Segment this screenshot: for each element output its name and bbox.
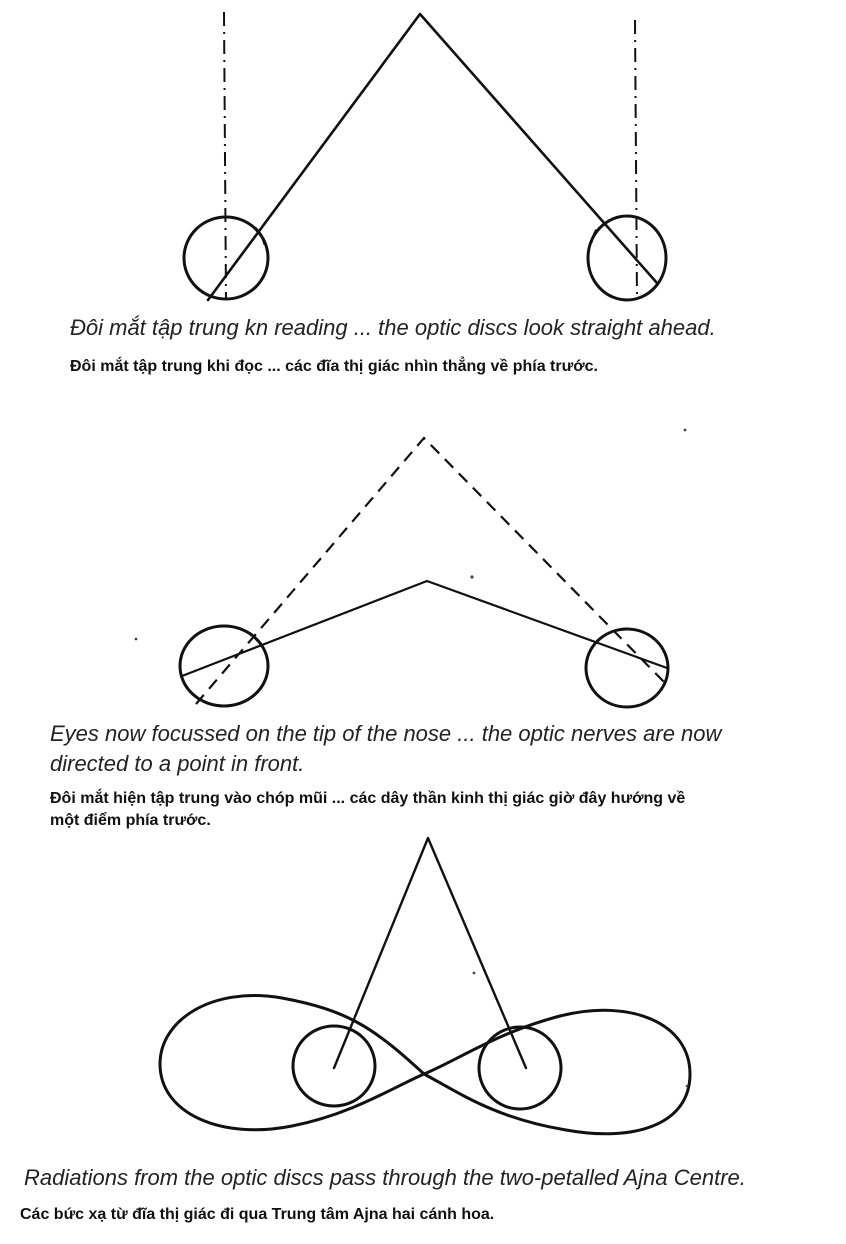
ajna-centre-drawing — [158, 836, 692, 1136]
dashed-optic-lines-far-point — [195, 436, 669, 705]
nose-tip-eyes-drawing — [134, 428, 687, 709]
caption-english-nose-tip-line2: directed to a point in front. — [50, 751, 305, 776]
ajna-two-petal-loop — [158, 994, 692, 1136]
caption-vietnamese-nose-tip-line2: một điểm phía trước. — [50, 812, 211, 829]
caption-vietnamese-nose-tip-line1: Đôi mắt hiện tập trung vào chóp mũi ... … — [50, 790, 686, 807]
caption-english-ajna: Radiations from the optic discs pass thr… — [24, 1165, 746, 1190]
diagram-panel-ajna: Radiations from the optic discs pass thr… — [0, 830, 846, 1244]
right-disc-mark — [591, 229, 597, 243]
speck-mark — [472, 971, 476, 975]
caption-english-nose-tip-line1: Eyes now focussed on the tip of the nose… — [50, 721, 722, 746]
left-eye-circle — [178, 624, 270, 708]
right-eye-circle — [586, 214, 668, 302]
caption-vietnamese-reading: Đôi mắt tập trung khi đọc ... các đĩa th… — [70, 358, 598, 375]
optic-lines-apex — [206, 12, 659, 302]
diagram-panel-nose-tip: Eyes now focussed on the tip of the nose… — [0, 400, 846, 840]
right-sight-line — [634, 19, 638, 301]
right-optic-disc — [477, 1025, 563, 1111]
caption-english-reading: Đôi mắt tập trung kn reading ... the opt… — [70, 315, 716, 340]
solid-optic-lines-near-point — [180, 579, 669, 678]
left-eye-circle — [182, 215, 270, 301]
speck-mark — [685, 1084, 689, 1088]
left-sight-line — [223, 11, 227, 301]
optic-lines-apex — [332, 836, 528, 1070]
right-eye-circle — [584, 627, 670, 709]
left-disc-mark — [255, 227, 265, 245]
speck-mark — [470, 575, 474, 579]
left-optic-disc — [291, 1024, 377, 1108]
speck-mark — [683, 428, 687, 432]
reading-eyes-drawing — [182, 11, 668, 302]
diagram-panel-reading: Đôi mắt tập trung kn reading ... the opt… — [0, 0, 846, 390]
speck-mark — [134, 637, 138, 641]
caption-vietnamese-ajna: Các bức xạ từ đĩa thị giác đi qua Trung … — [20, 1206, 495, 1223]
